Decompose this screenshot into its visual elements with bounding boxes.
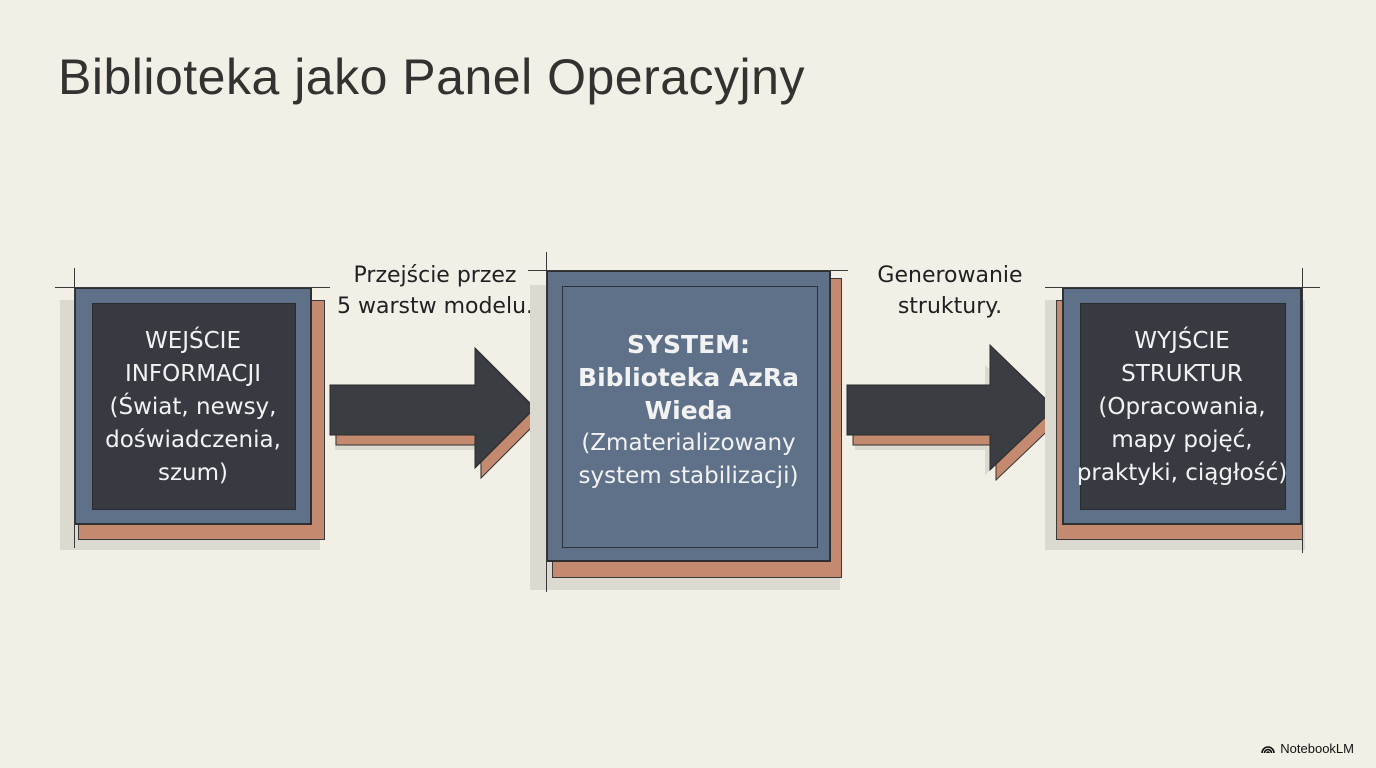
watermark-text: NotebookLM <box>1280 741 1354 756</box>
output-desc-1: (Opracowania, <box>1098 394 1266 420</box>
arrow2-label-line2: struktury. <box>897 294 1003 319</box>
output-title-2: STRUKTUR <box>1121 361 1243 387</box>
input-desc-3: szum) <box>157 460 228 486</box>
notebooklm-watermark: NotebookLM <box>1261 741 1354 756</box>
input-title-2: INFORMACJI <box>124 361 262 387</box>
arrow-right-icon <box>846 343 1062 482</box>
input-title-1: WEJŚCIE <box>144 328 242 354</box>
system-desc-2: system stabilizacji) <box>578 463 799 489</box>
arrow1-label-line1: Przejście przez <box>353 263 517 288</box>
output-desc-2: mapy pojęć, <box>1111 427 1253 453</box>
notebooklm-logo-icon <box>1261 746 1276 754</box>
input-desc-1: (Świat, newsy, <box>109 394 277 420</box>
input-desc-2: doświadczenia, <box>105 427 281 453</box>
output-desc-3: praktyki, ciągłość) <box>1076 460 1288 486</box>
system-title-1: SYSTEM: <box>626 330 751 359</box>
arrow2-label: Generowanie struktury. <box>850 260 1050 322</box>
system-desc-1: (Zmaterializowany <box>581 430 796 456</box>
page-title: Biblioteka jako Panel Operacyjny <box>58 49 805 105</box>
system-title-2: Biblioteka AzRa <box>578 363 799 392</box>
arrow2-label-line1: Generowanie <box>877 263 1023 288</box>
arrow1-label: Przejście przez 5 warstw modelu. <box>330 260 540 322</box>
output-title-1: WYJŚCIE <box>1134 328 1230 354</box>
arrow-right-icon <box>329 346 542 480</box>
system-title-3: Wieda <box>644 396 733 425</box>
arrow1-label-line2: 5 warstw modelu. <box>336 294 534 319</box>
